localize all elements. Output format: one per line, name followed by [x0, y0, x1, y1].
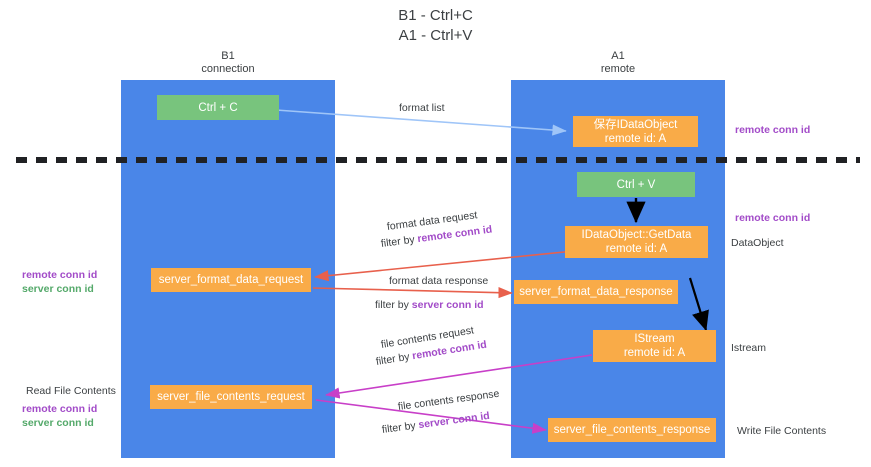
node-idataobject-getdata[interactable]: IDataObject::GetData remote id: A	[565, 226, 708, 258]
diagram-title: B1 - Ctrl+C A1 - Ctrl+V	[398, 7, 473, 44]
right-label-write-file-contents: Write File Contents	[737, 425, 827, 437]
edge-label-format-data-response-filter: filter by server conn id	[375, 298, 484, 312]
edge-label-file-contents-response-filter: filter by server conn id	[381, 409, 490, 437]
node-idataobject-remote[interactable]: 保存IDataObject remote id: A	[573, 116, 698, 147]
edge-label-format-list: format list	[399, 102, 445, 114]
left-label-read-file-contents: Read File Contents	[26, 385, 116, 397]
right-label-istream: Istream	[731, 342, 767, 354]
filter-prefix: filter by	[381, 419, 420, 436]
node-ctrl-v[interactable]: Ctrl + V	[577, 172, 695, 197]
node-ctrl-c[interactable]: Ctrl + C	[157, 95, 279, 120]
right-label-remote-conn-id-mid: remote conn id	[735, 212, 811, 224]
filter-key-server-conn-id: server conn id	[411, 299, 484, 311]
filter-prefix: filter by	[375, 350, 414, 368]
right-label-remote-conn-id-top: remote conn id	[735, 124, 811, 136]
left-label-server-conn-id-2: server conn id	[22, 417, 94, 429]
filter-prefix: filter by	[380, 233, 419, 250]
left-label-server-conn-id: server conn id	[22, 283, 94, 295]
column-heading-b1: B1 connection	[201, 50, 255, 75]
left-label-remote-conn-id: remote conn id	[22, 269, 98, 281]
filter-key-server-conn-id: server conn id	[417, 409, 491, 432]
arrow-format-data-response	[312, 287, 513, 299]
column-heading-a1: A1 remote	[600, 50, 636, 75]
node-server-file-contents-request[interactable]: server_file_contents_request	[150, 385, 312, 409]
edge-label-format-data-response: format data response	[389, 275, 489, 287]
right-label-dataobject: DataObject	[731, 237, 784, 249]
node-server-file-contents-response[interactable]: server_file_contents_response	[548, 418, 716, 442]
node-server-format-data-response[interactable]: server_format_data_response	[514, 280, 678, 304]
node-istream-remote[interactable]: IStream remote id: A	[593, 330, 716, 362]
filter-prefix: filter by	[375, 299, 412, 311]
node-server-format-data-request[interactable]: server_format_data_request	[151, 268, 311, 292]
left-label-remote-conn-id-2: remote conn id	[22, 403, 98, 415]
